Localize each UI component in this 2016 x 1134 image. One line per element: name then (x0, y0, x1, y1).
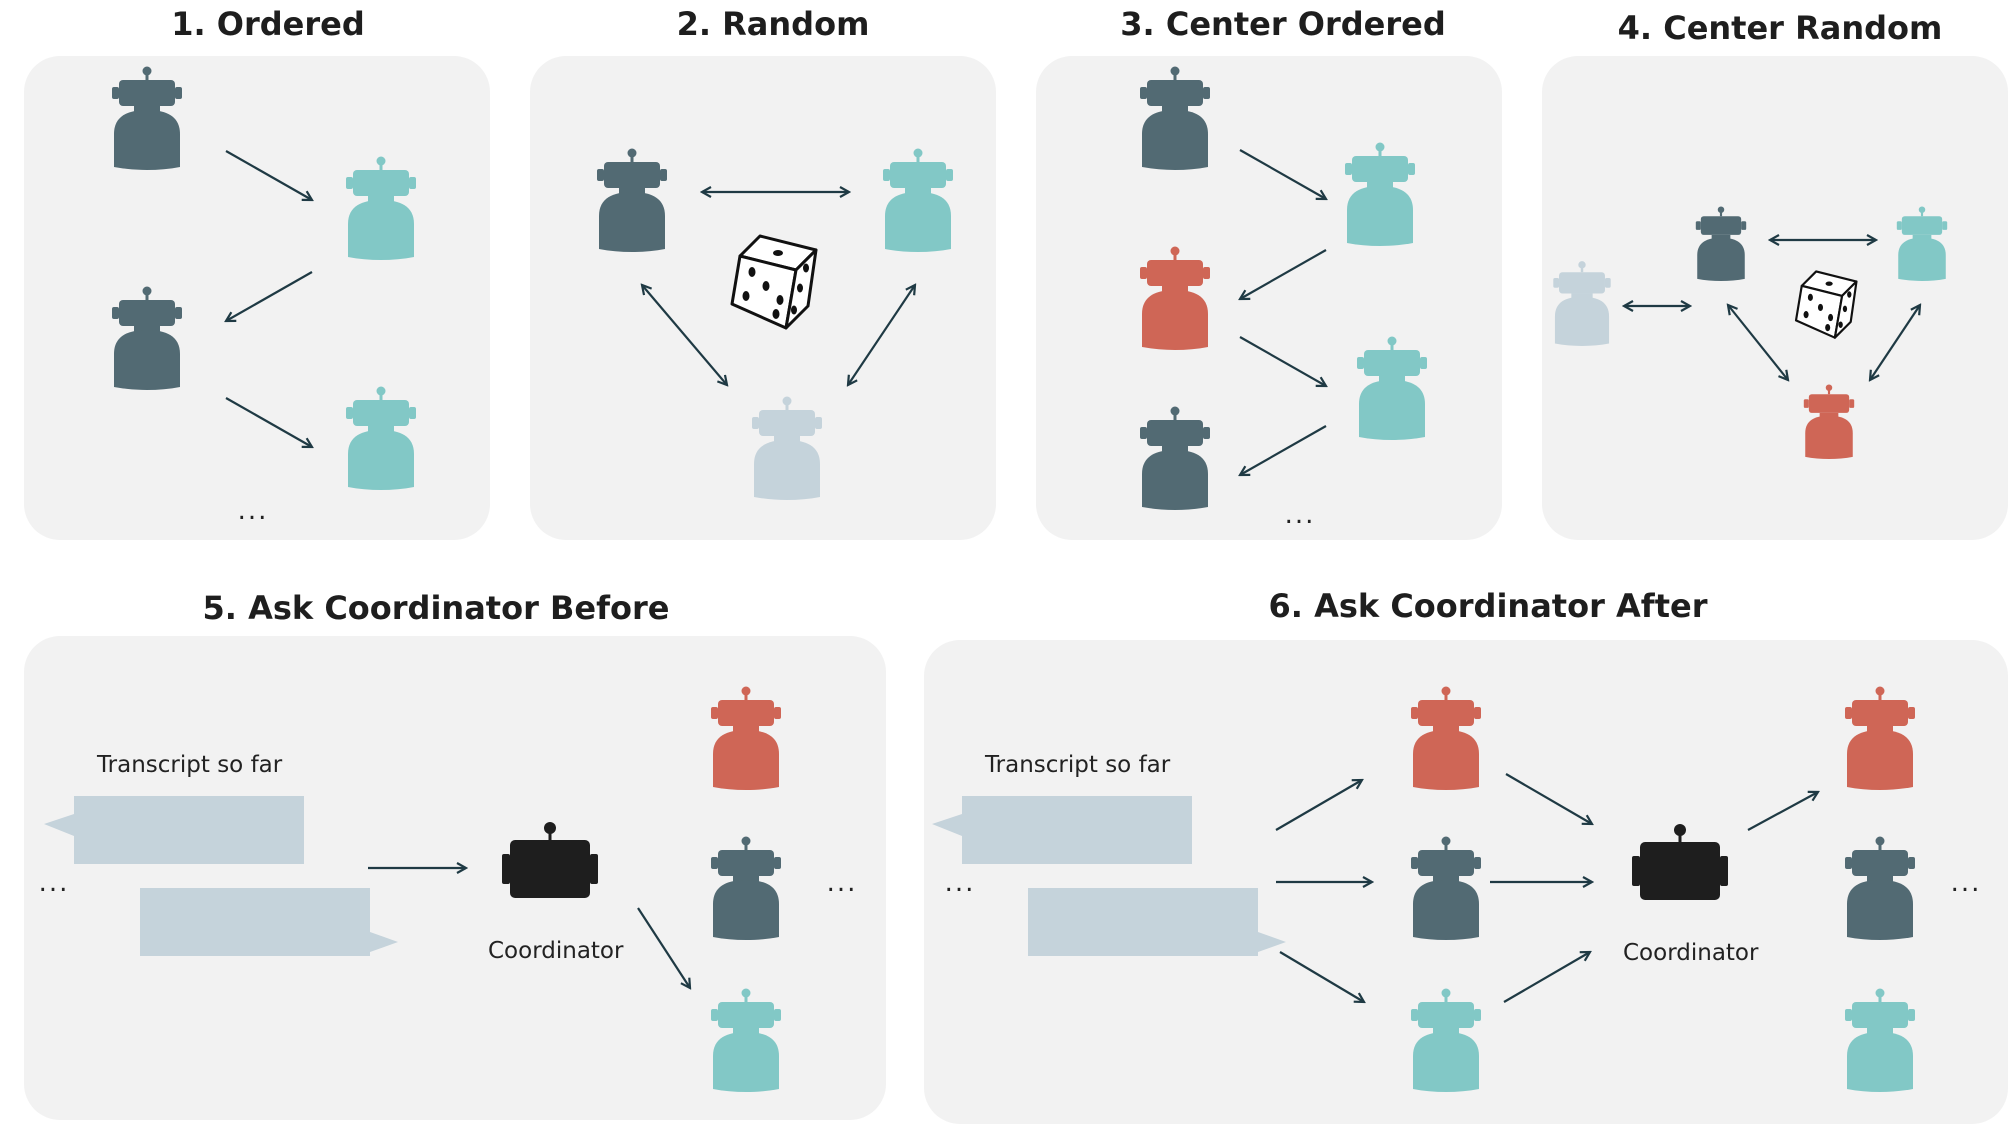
robot-icon (709, 987, 783, 1094)
robot-icon (1843, 685, 1917, 792)
arrow (225, 397, 312, 447)
panel-title-ask-coordinator-before: 5. Ask Coordinator Before (202, 589, 670, 627)
coordinator-label-after: Coordinator (1623, 940, 1759, 966)
coordinator-label-before: Coordinator (488, 938, 624, 964)
arrow (1240, 249, 1327, 299)
ellipsis-ordered: ... (237, 496, 269, 526)
arrow (637, 907, 690, 988)
robot-icon (1138, 405, 1212, 512)
robot-icon (1552, 259, 1612, 348)
arrow (1503, 952, 1590, 1003)
arrow (1505, 773, 1592, 824)
arrow (225, 150, 312, 200)
coordinator-robot-icon (1630, 822, 1730, 902)
robot-icon (1138, 65, 1212, 172)
robot-icon (1802, 383, 1856, 461)
ellipsis-after-left: ... (944, 868, 976, 898)
arrow (1728, 305, 1788, 380)
panel-title-center-ordered: 3. Center Ordered (1120, 5, 1446, 43)
transcript-label-after: Transcript so far (985, 752, 1171, 778)
robot-icon (1138, 245, 1212, 352)
robot-icon (1843, 835, 1917, 942)
panel-title-center-random: 4. Center Random (1617, 9, 1943, 47)
arrow (848, 285, 915, 385)
arrow (1279, 951, 1364, 1002)
arrow (642, 285, 727, 385)
transcript-label-before: Transcript so far (97, 752, 283, 778)
dice-icon (1794, 270, 1858, 339)
speech-bubble-icon (140, 888, 398, 956)
speech-bubble-icon (1028, 888, 1286, 956)
coordinator-robot-icon (500, 820, 600, 900)
robot-icon (881, 147, 955, 254)
robot-icon (750, 395, 824, 502)
arrow (1239, 149, 1326, 199)
arrow (1239, 336, 1326, 386)
panel-title-ordered: 1. Ordered (171, 5, 365, 43)
ellipsis-after-right: ... (1950, 868, 1982, 898)
robot-icon (1843, 987, 1917, 1094)
robot-icon (709, 685, 783, 792)
arrow (1275, 780, 1362, 831)
robot-icon (110, 285, 184, 392)
arrow (1240, 425, 1327, 475)
robot-icon (1895, 205, 1949, 283)
robot-icon (344, 385, 418, 492)
robot-icon (1343, 141, 1417, 248)
robot-icon (595, 147, 669, 254)
robot-icon (1409, 685, 1483, 792)
robot-icon (1409, 835, 1483, 942)
ellipsis-before-left: ... (38, 868, 70, 898)
robot-icon (344, 155, 418, 262)
robot-icon (1409, 987, 1483, 1094)
robot-icon (1694, 205, 1748, 283)
ellipsis-before-right: ... (826, 868, 858, 898)
panel-title-ask-coordinator-after: 6. Ask Coordinator After (1268, 587, 1708, 625)
arrow (226, 271, 313, 321)
ellipsis-center-ordered: ... (1284, 500, 1316, 530)
dice-icon (730, 234, 818, 330)
panel-title-random: 2. Random (676, 5, 870, 43)
arrow (1747, 792, 1818, 831)
robot-icon (110, 65, 184, 172)
speech-bubble-icon (44, 796, 304, 864)
speech-bubble-icon (932, 796, 1192, 864)
panel-center-random (1542, 56, 2008, 540)
arrow (1870, 305, 1920, 380)
robot-icon (1355, 335, 1429, 442)
robot-icon (709, 835, 783, 942)
